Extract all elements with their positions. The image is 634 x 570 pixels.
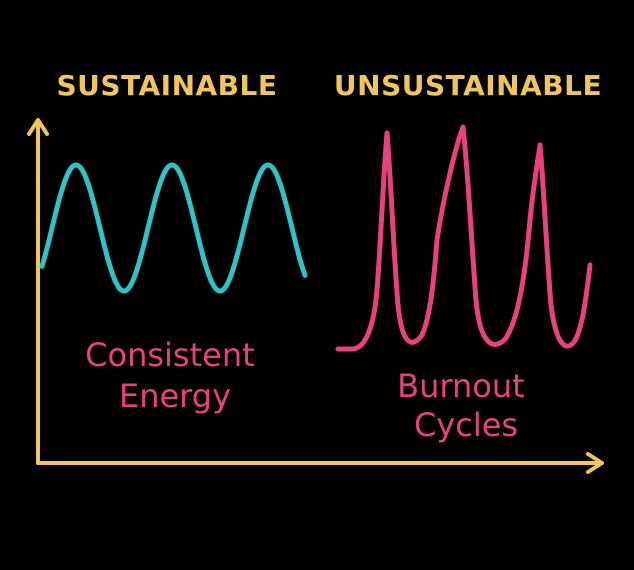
consistent-energy-line-1: Consistent — [85, 336, 255, 374]
consistent-energy-caption: Consistent Energy — [85, 336, 265, 415]
sustainable-heading: SUSTAINABLE — [57, 69, 278, 102]
sustainable-wave — [39, 162, 308, 294]
consistent-energy-line-2: Energy — [119, 377, 231, 415]
burnout-cycles-line-1: Burnout — [397, 367, 525, 405]
unsustainable-heading: UNSUSTAINABLE — [334, 69, 602, 102]
burnout-cycles-line-2: Cycles — [414, 406, 518, 444]
y-axis-arrowhead — [27, 118, 49, 136]
x-axis-arrowhead — [586, 452, 604, 474]
burnout-wave — [335, 124, 593, 352]
burnout-cycles-caption: Burnout Cycles — [397, 367, 535, 444]
